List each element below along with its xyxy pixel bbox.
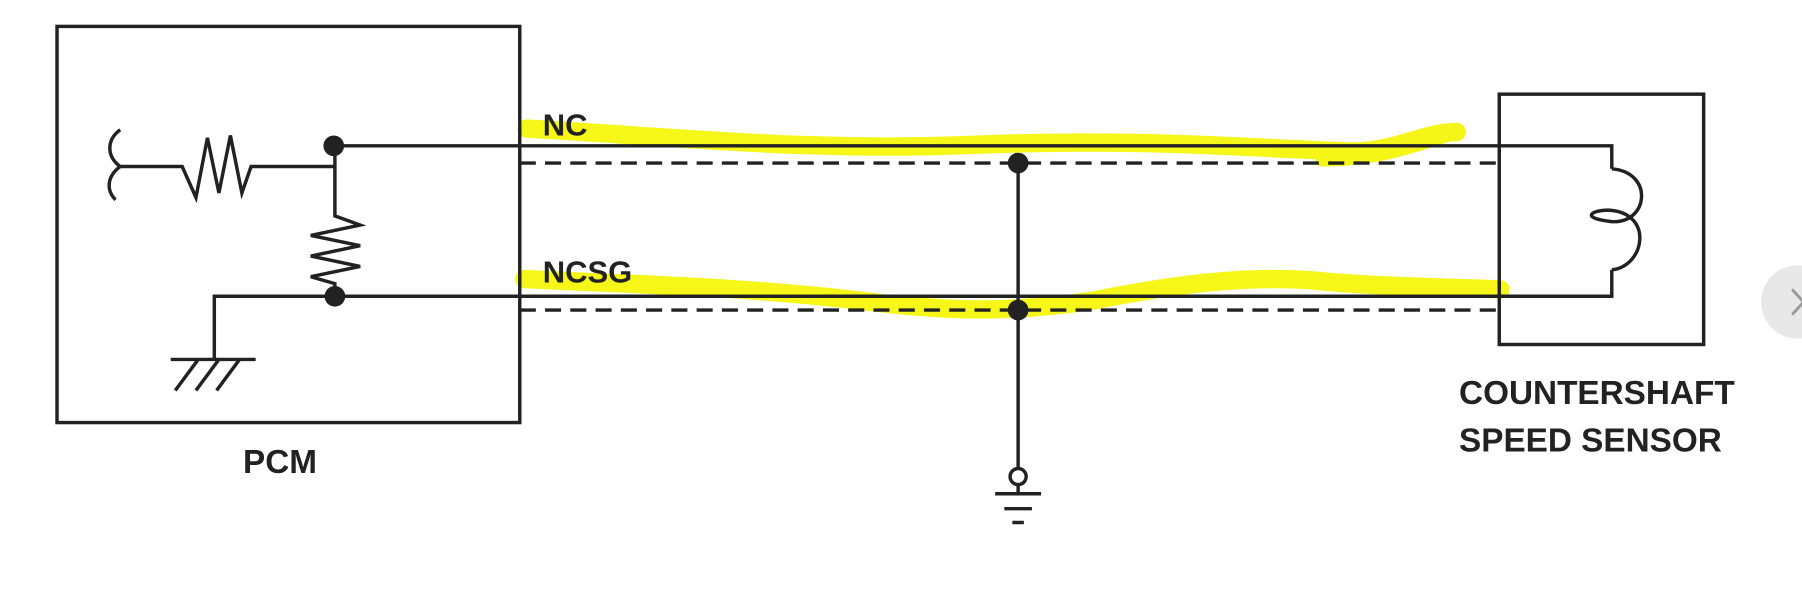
highlight-ncsg — [515, 269, 1510, 319]
junctions — [323, 135, 1029, 321]
connector-symbol — [107, 128, 124, 202]
sensor-label-line2: SPEED SENSOR — [1459, 422, 1722, 459]
wire-nc — [333, 144, 1614, 169]
junction-dot — [324, 285, 346, 307]
sensor-coil — [1589, 167, 1644, 272]
chassis-ground — [170, 344, 256, 392]
pcm-label: PCM — [243, 444, 317, 481]
wire-ncsg — [212, 269, 1614, 345]
pcm-box — [55, 24, 522, 425]
resistor-series — [120, 135, 334, 204]
junction-dot — [1007, 152, 1029, 174]
highlight-nc-tail — [1315, 129, 1456, 167]
sensor-label-line1: COUNTERSHAFT — [1459, 375, 1735, 412]
ground-terminal — [1008, 466, 1028, 487]
wire-label-ncsg: NCSG — [543, 254, 633, 289]
next-button[interactable] — [1761, 265, 1802, 339]
ground-symbol — [995, 484, 1042, 525]
next-button-bg[interactable] — [1761, 265, 1802, 339]
sensor-box — [1497, 92, 1706, 347]
highlight-marks — [515, 119, 1510, 319]
chevron-right-icon[interactable] — [1791, 288, 1802, 316]
junction-dot — [1007, 299, 1029, 321]
highlight-nc — [517, 119, 1466, 161]
wire-label-nc: NC — [543, 107, 588, 142]
junction-dot — [323, 135, 345, 157]
resistor-shunt — [310, 145, 367, 297]
